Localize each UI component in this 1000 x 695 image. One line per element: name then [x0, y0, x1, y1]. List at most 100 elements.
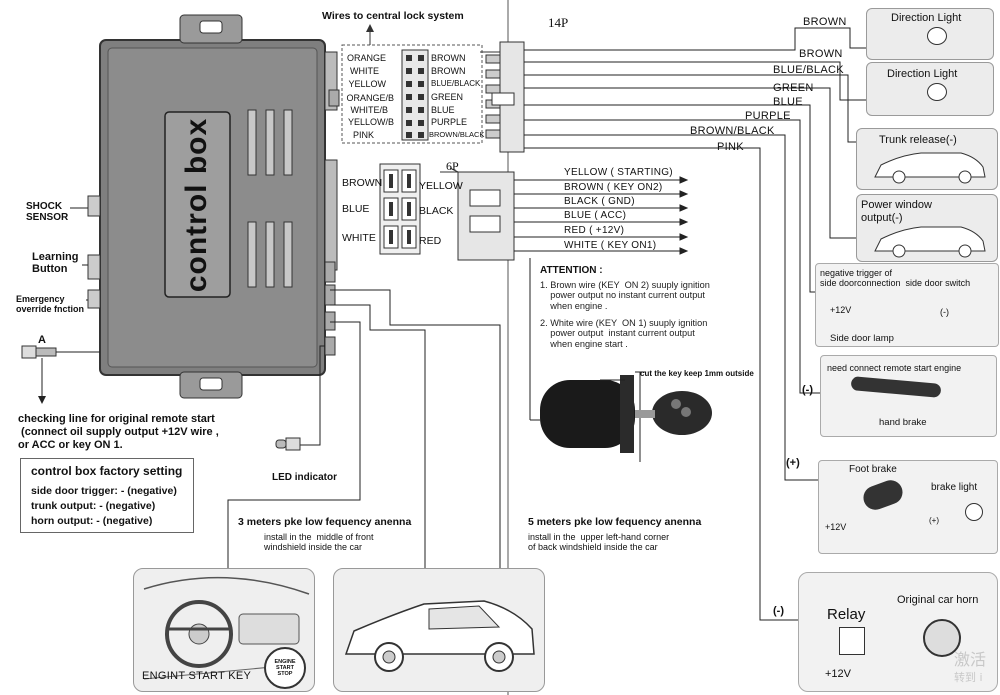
car-side-drawing — [344, 600, 535, 672]
plus-label: (+) — [786, 457, 800, 469]
minus-label: (-) — [802, 384, 813, 396]
wire-14p: GREEN — [773, 82, 814, 94]
attention-title: ATTENTION : — [540, 265, 603, 276]
wire-14p: BLUE/BLACK — [773, 64, 844, 76]
wire-14p: PURPLE — [745, 110, 791, 122]
trunk-release-label: Trunk release(-) — [879, 134, 957, 146]
wire-6p-right: BLACK — [419, 205, 454, 217]
wire-6p-right: RED — [419, 235, 442, 247]
direction-light-label: Direction Light — [887, 68, 958, 80]
wire-14p: PINK — [717, 141, 744, 153]
foot-brake-label: Foot brake — [849, 464, 897, 475]
central-lock-wire: BROWN/BLACK — [429, 130, 485, 139]
brake-plus: (+) — [929, 516, 939, 525]
engine-start-panel: ENGINE START STOP ENGINT START KEY — [133, 568, 315, 692]
power-window-label: Power window output(-) — [861, 199, 932, 224]
car-panel — [333, 568, 545, 692]
factory-setting-line: trunk output: - (negative) — [31, 500, 156, 512]
watermark: 激活 转到 i — [954, 650, 987, 684]
wire-6p: WHITE ( KEY ON1) — [564, 240, 657, 251]
central-lock-wire: WHITE/B — [350, 105, 389, 115]
connector-6p-shape — [379, 163, 515, 261]
horn-label: Original car horn — [897, 594, 979, 606]
central-lock-wire: PURPLE — [431, 117, 468, 127]
wire-14p: BROWN — [799, 48, 843, 60]
antenna-3m-desc: install in the middle of front windshiel… — [264, 532, 374, 553]
key-note: cut the key keep 1mm outside — [640, 369, 754, 378]
factory-setting-title: control box factory setting — [31, 464, 183, 478]
factory-setting-line: side door trigger: - (negative) — [31, 485, 177, 497]
side-door-title: negative trigger of side doorconnection … — [820, 268, 971, 289]
antenna-3m-title: 3 meters pke low fequency anenna — [238, 516, 412, 528]
horn-relay-panel: Relay Original car horn +12V — [798, 572, 998, 692]
central-lock-connector — [341, 24, 483, 144]
horn-icon — [923, 619, 961, 657]
engine-start-stop-text: ENGINE START STOP — [274, 658, 296, 678]
relay-label: Relay — [827, 606, 866, 623]
brake-12v: +12V — [825, 522, 847, 532]
central-lock-wire: YELLOW/B — [347, 117, 394, 127]
emergency-override-label: Emergency override fnction — [16, 294, 85, 314]
connector-6p-label: 6P — [446, 159, 459, 173]
minus-label: (-) — [773, 605, 784, 617]
side-door-12v: +12V — [830, 305, 852, 315]
hand-brake-icon — [850, 376, 942, 398]
central-lock-wire: ORANGE/B — [346, 93, 394, 103]
brake-bulb-icon — [965, 503, 983, 521]
shock-sensor-label: SHOCK SENSOR — [26, 201, 69, 223]
watermark-line: 激活 — [954, 650, 987, 669]
wire-14p: BROWN — [803, 16, 847, 28]
factory-setting-box: control box factory setting side door tr… — [20, 458, 194, 533]
antenna-5m-desc: install in the upper left-hand corner of… — [528, 532, 670, 553]
wire-14p: BROWN/BLACK — [690, 125, 775, 137]
central-lock-title: Wires to central lock system — [322, 10, 464, 22]
wire-6p: BROWN ( KEY ON2) — [564, 182, 663, 193]
wire-6p: BLACK ( GND) — [564, 196, 635, 207]
hand-brake-label: hand brake — [879, 417, 927, 428]
watermark-line: 转到 i — [954, 671, 983, 684]
wire-6p-right: YELLOW — [419, 180, 463, 192]
side-door-neg: (-) — [940, 307, 949, 317]
attention-item: 2. White wire (KEY ON 1) suuply ignition… — [540, 318, 708, 349]
a-connector — [21, 345, 100, 404]
control-box-label: control box — [180, 117, 214, 292]
wire-6p-left: BROWN — [342, 177, 383, 189]
factory-setting-line: horn output: - (negative) — [31, 515, 153, 527]
central-lock-wire: ORANGE — [346, 53, 386, 63]
learning-button-label: Learning Button — [32, 251, 79, 276]
connector-14p-shape — [480, 41, 525, 153]
antenna-5m-title: 5 meters pke low fequency anenna — [528, 516, 702, 528]
a-label: A — [38, 334, 46, 346]
attention-item: 1. Brown wire (KEY ON 2) suuply ignition… — [540, 280, 710, 311]
wire-6p-left: WHITE — [342, 232, 376, 244]
connector-14p-label: 14P — [548, 15, 569, 30]
direction-light-panel-1: Direction Light — [866, 8, 994, 60]
brake-light-label: brake light — [931, 482, 978, 493]
direction-light-panel-2: Direction Light — [866, 62, 994, 116]
car-icon — [874, 226, 986, 258]
power-window-panel: Power window output(-) — [856, 194, 998, 262]
central-lock-wire: BLUE/BLACK — [431, 79, 481, 88]
central-lock-wire: YELLOW — [348, 79, 386, 89]
central-lock-wire: BLUE — [431, 105, 455, 115]
wire-6p: BLUE ( ACC) — [564, 210, 627, 221]
central-lock-wire: GREEN — [431, 92, 464, 102]
bulb-icon — [927, 83, 947, 101]
control-box-body — [87, 14, 340, 399]
central-lock-wire: WHITE — [350, 66, 379, 76]
central-lock-wire: BROWN — [431, 53, 466, 63]
central-lock-wire: BROWN — [431, 66, 466, 76]
central-lock-wire: PINK — [352, 130, 374, 140]
ignition-key-drawing — [540, 371, 712, 462]
wire-6p: YELLOW ( STARTING) — [564, 167, 673, 178]
trunk-release-panel: Trunk release(-) — [856, 128, 998, 190]
control-box: control box — [165, 112, 230, 297]
car-rear-icon — [874, 152, 986, 184]
foot-pedal-icon — [860, 476, 906, 514]
engine-start-label: ENGINT START KEY — [142, 670, 252, 682]
direction-light-label: Direction Light — [891, 12, 962, 24]
wire-14p: BLUE — [773, 96, 803, 108]
engine-start-stop-button[interactable]: ENGINE START STOP — [264, 647, 306, 689]
wire-6p-left: BLUE — [342, 203, 370, 215]
side-door-lamp: Side door lamp — [830, 333, 894, 344]
